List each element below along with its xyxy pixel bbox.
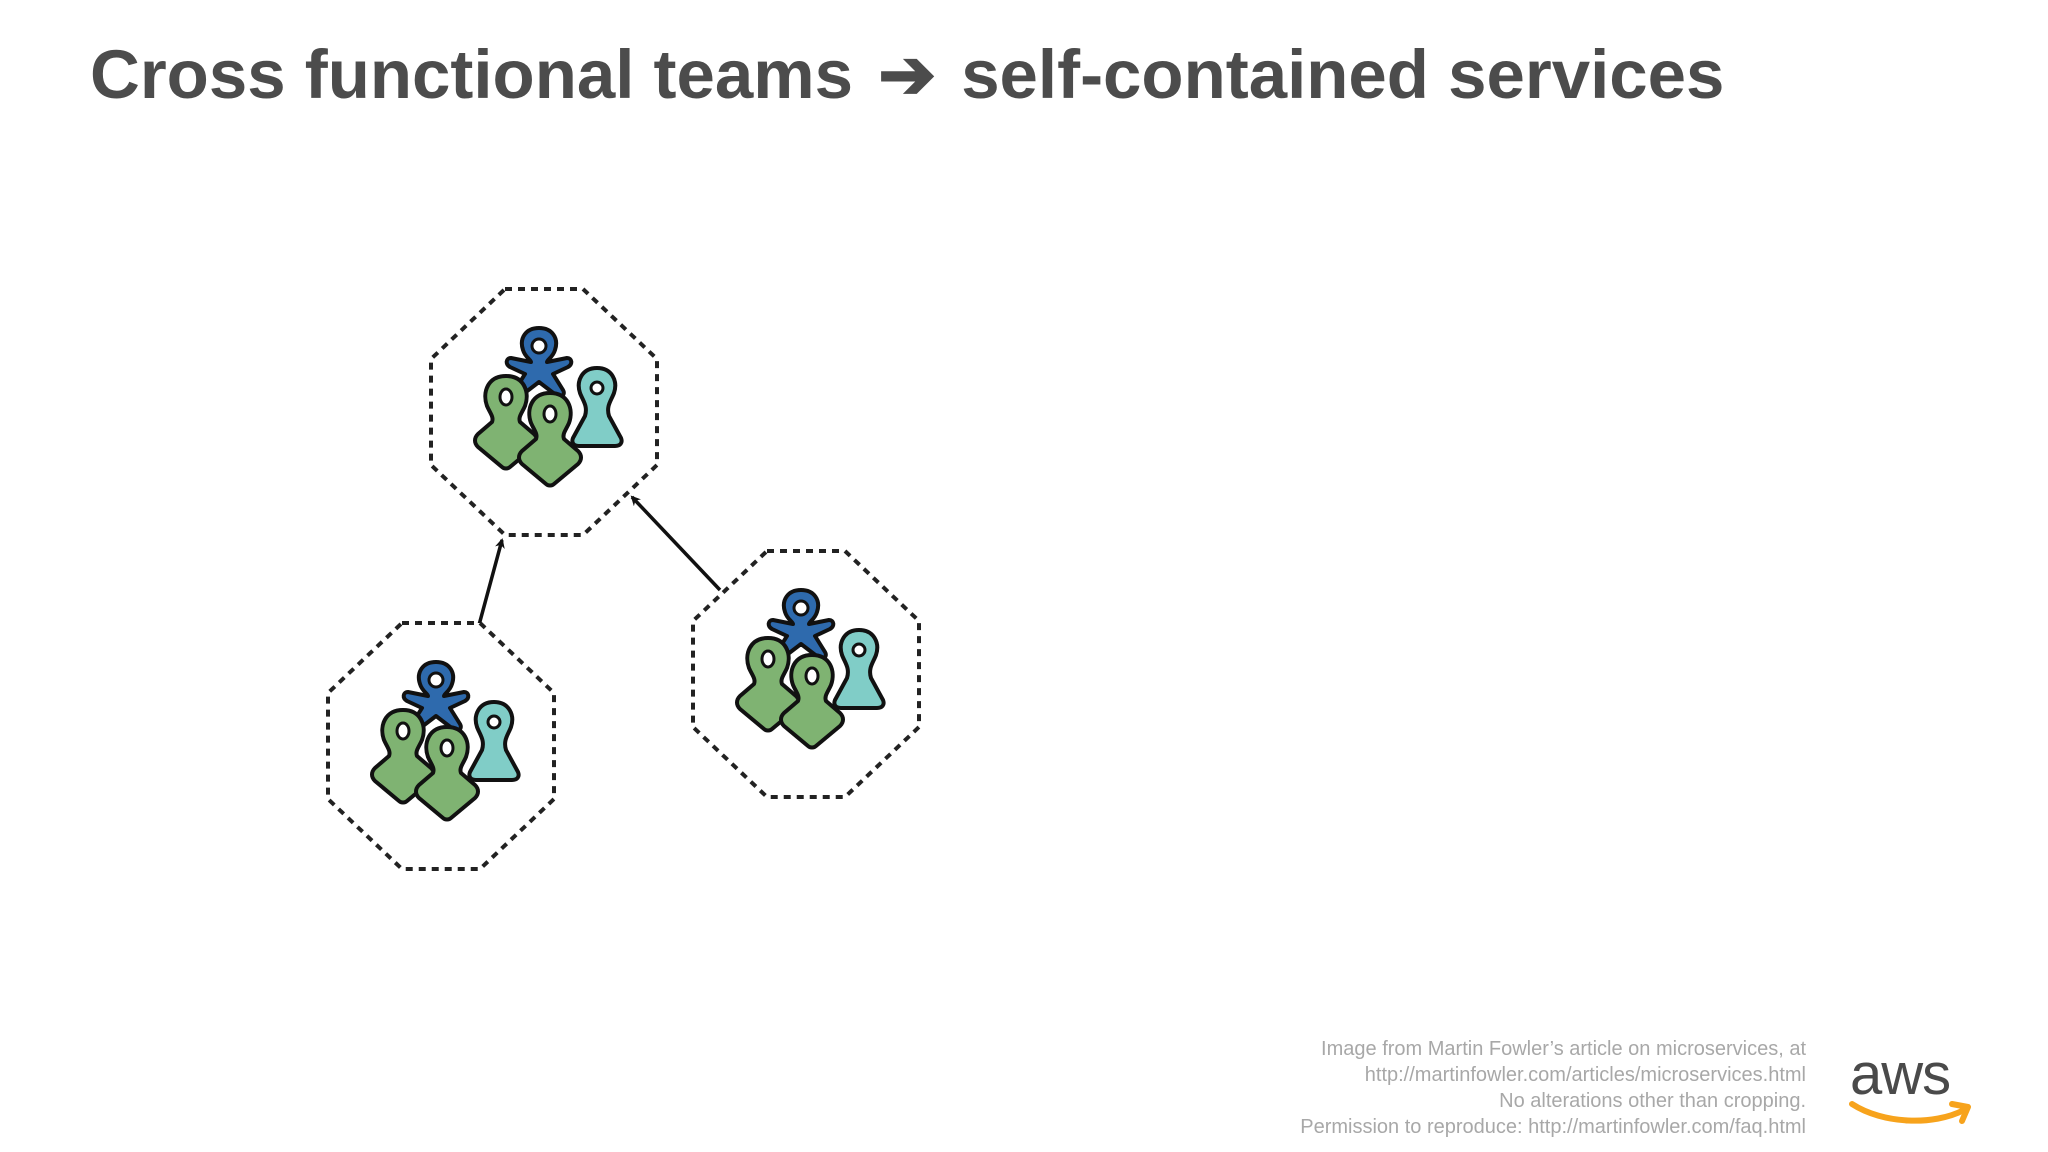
title-arrow-icon: ➔	[878, 36, 937, 113]
team-bottom-left	[328, 623, 554, 869]
team-bottom-right	[693, 551, 919, 797]
title-left: Cross functional teams	[90, 36, 854, 113]
aws-logo: aws	[1849, 1044, 1971, 1124]
attribution-line-2: http://martinfowler.com/articles/microse…	[1364, 1064, 1806, 1086]
arrow-right-to-top	[630, 495, 722, 592]
slide-title: Cross functional teams ➔ self-contained …	[90, 34, 1724, 116]
attribution-line-1: Image from Martin Fowler’s article on mi…	[1321, 1038, 1806, 1060]
title-right: self-contained services	[961, 36, 1725, 113]
aws-smile-icon	[1849, 1101, 1967, 1124]
team-top	[431, 289, 657, 535]
attribution-line-4: Permission to reproduce: http://martinfo…	[1300, 1116, 1806, 1138]
image-attribution: Image from Martin Fowler’s article on mi…	[1086, 1036, 1806, 1140]
arrow-left-to-top	[477, 538, 505, 626]
attribution-line-3: No alterations other than cropping.	[1499, 1090, 1806, 1112]
aws-smile-arrow-icon	[1949, 1101, 1971, 1124]
aws-logo-text: aws	[1850, 1044, 1950, 1107]
